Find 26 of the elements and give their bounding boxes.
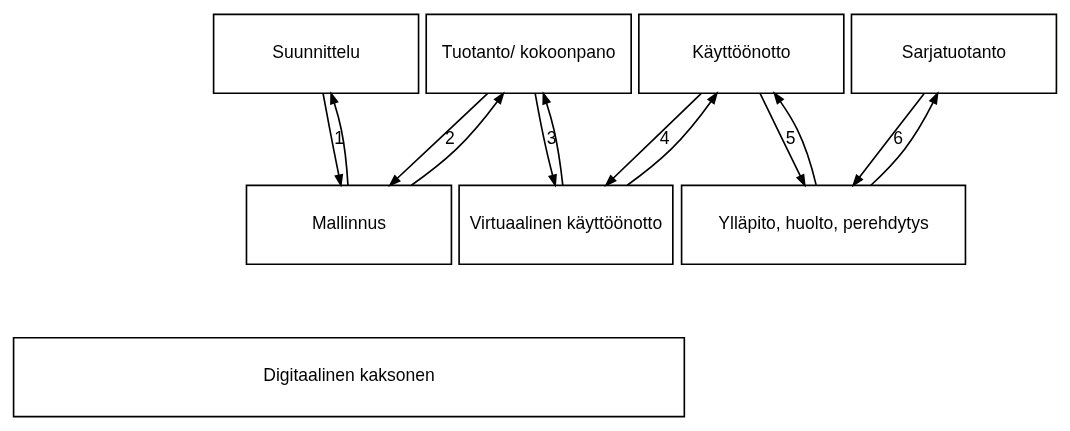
node-box: Digitaalinen kaksonen [12,336,686,418]
node-box: Suunnittelu [212,13,420,95]
arrow [772,91,817,186]
arrow [388,92,489,187]
edge-label: 2 [444,127,455,148]
edge-label: 4 [659,127,670,148]
edge-label: 3 [546,127,557,148]
arrow [534,92,557,188]
edge-label: 6 [893,127,903,148]
node-box: Mallinnus [245,184,453,266]
node-box: Sarjatuotanto [850,13,1058,95]
node-box: Ylläpito, huolto, perehdytys [680,184,967,266]
node-box: Tuotanto/ kokoonpano [425,13,632,95]
arrow [542,91,564,187]
arrow [870,91,939,187]
arrow [604,92,702,187]
arrow [330,91,349,187]
edge-label: 1 [334,127,344,148]
arrow [626,91,719,187]
node-box: Käyttöönotto [638,13,845,95]
edge-label: 5 [785,127,796,148]
arrow [851,92,925,188]
arrow [410,91,505,187]
arrow [759,92,806,188]
node-box: Virtuaalinen käyttöönotto [458,184,674,266]
arrow [322,92,344,188]
